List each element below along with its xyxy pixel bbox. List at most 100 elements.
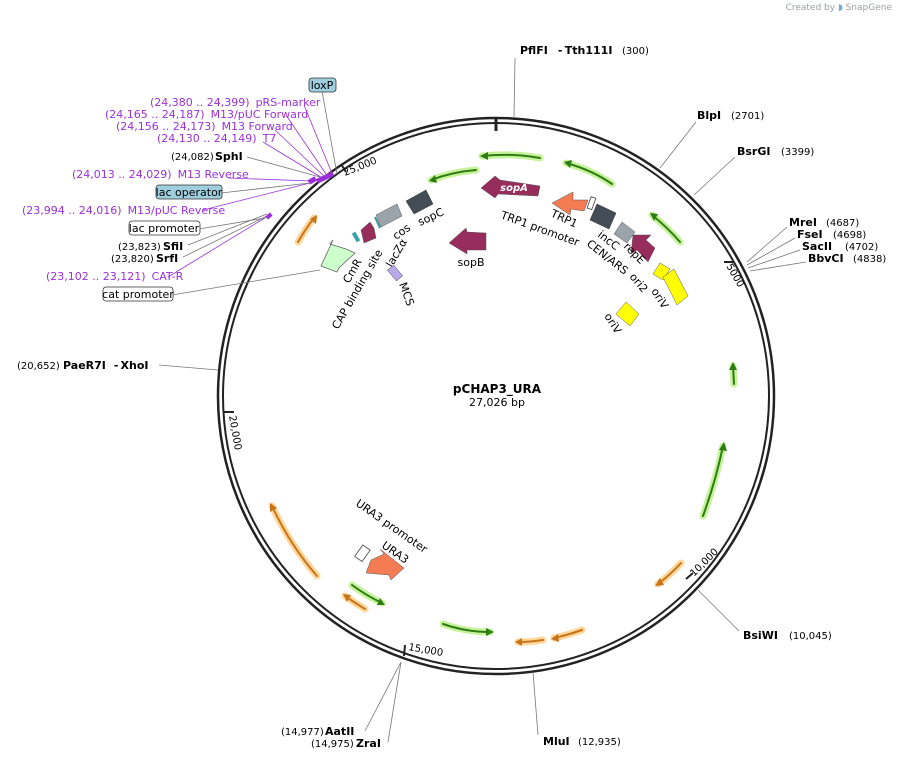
site-BsiWI[interactable]: BsiWI (10,045): [743, 629, 832, 642]
site-ZraI[interactable]: (14,975) ZraI: [311, 737, 381, 750]
feature-sopB[interactable]: sopB: [448, 227, 487, 269]
site-pos: (14,975): [311, 739, 354, 750]
sopA-label: sopA: [500, 183, 528, 194]
primer-M13-Reverse[interactable]: (24,013 .. 24,029)M13 Reverse: [72, 168, 249, 181]
site-FseI[interactable]: FseI (4698): [797, 228, 866, 241]
site-SfiI[interactable]: (23,823) SfiI: [118, 240, 183, 253]
site-name: BbvCI: [808, 252, 844, 265]
site-name: BsiWI: [743, 629, 778, 642]
boxed-leaders: [171, 90, 338, 296]
box-loxP[interactable]: loxP: [308, 77, 337, 93]
site-BbvCI[interactable]: BbvCI (4838): [808, 252, 886, 265]
primer-name: T7: [262, 132, 277, 145]
orf-arc: [478, 151, 544, 162]
tick-mark-15000: 15,000: [403, 642, 444, 659]
feature-oriV-1[interactable]: oriV: [648, 268, 689, 312]
svg-text:PaeR7I-XhoI: PaeR7I-XhoI: [63, 359, 149, 372]
site-pos: (10,045): [789, 631, 832, 642]
site-MluI[interactable]: MluI (12,935): [543, 735, 621, 748]
box-cat-promoter[interactable]: cat promoter: [102, 286, 174, 302]
plasmid-name: pCHAP3_URA: [453, 382, 542, 397]
feature-cos[interactable]: cos: [374, 203, 413, 242]
site-name: MreI: [789, 216, 817, 229]
orf-arc: [562, 159, 616, 188]
orf-arc: [348, 581, 386, 607]
primer-name: M13 Reverse: [178, 168, 249, 181]
orf-arc: [514, 636, 547, 646]
site-pos: (4702): [845, 242, 878, 253]
site-pos: (300): [622, 46, 649, 57]
feature-oriV-2[interactable]: oriV: [601, 301, 640, 337]
site-pos: (2701): [731, 111, 764, 122]
primer-range: (24,165 .. 24,187): [105, 108, 205, 121]
orf-arc: [729, 362, 738, 388]
site-leaders: [158, 57, 807, 743]
primer-pRS-marker[interactable]: (24,380 .. 24,399)pRS-marker: [150, 96, 321, 109]
primer-M13-pUC-Reverse[interactable]: (23,994 .. 24,016)M13/pUC Reverse: [22, 204, 225, 217]
site-pos: (14,977): [281, 727, 324, 738]
svg-text:(24,013 .. 24,029)M13 Reverse: (24,013 .. 24,029)M13 Reverse: [72, 168, 249, 181]
primer-M13-pUC-Forward[interactable]: (24,165 .. 24,187) M13/pUC Forward: [105, 108, 308, 121]
box-lac-operator[interactable]: lac operator: [155, 184, 223, 200]
site-name: ZraI: [356, 737, 381, 750]
site-AatII[interactable]: (14,977) AatII: [281, 725, 354, 738]
site-SacII[interactable]: SacII (4702): [802, 240, 878, 253]
MCS-label: MCS: [396, 281, 416, 308]
plasmid-length: 27,026 bp: [469, 396, 525, 409]
primer-name: CAT-R: [152, 270, 184, 283]
lacZa-label: lacZα: [383, 236, 410, 269]
site-name: SrfI: [156, 252, 178, 265]
site-name: MluI: [543, 735, 570, 748]
feature-sopA[interactable]: sopA: [480, 175, 541, 199]
site-pos: (3399): [781, 147, 814, 158]
tick-label-20000: 20,000: [226, 415, 243, 451]
site-name: SacII: [802, 240, 832, 253]
primer-M13-Forward[interactable]: (24,156 .. 24,173)M13 Forward: [116, 120, 293, 133]
site-BlpI[interactable]: BlpI (2701): [697, 109, 764, 122]
site-MreI[interactable]: MreI (4687): [789, 216, 859, 229]
orf-arc: [427, 166, 480, 184]
ori2-label: ori2: [627, 271, 651, 296]
feature-URA3[interactable]: URA3: [365, 539, 411, 581]
svg-text:(24,130 .. 24,149)T7: (24,130 .. 24,149)T7: [157, 132, 276, 145]
feature-sopC[interactable]: sopC: [405, 189, 446, 229]
site-SphI[interactable]: (24,082) SphI: [171, 150, 243, 163]
orf-arc: [268, 502, 321, 580]
sopB-label: sopB: [458, 256, 485, 269]
orf-arcs: [268, 151, 738, 646]
svg-text:(23,994 .. 24,016)M13/pUC Reve: (23,994 .. 24,016)M13/pUC Reverse: [22, 204, 225, 217]
orf-arc: [341, 592, 369, 613]
orf-arc: [654, 559, 685, 588]
primer-CAT-R[interactable]: (23,102 .. 23,121) CAT-R: [46, 270, 184, 283]
box-lac-promoter[interactable]: lac promoter: [128, 220, 201, 236]
site-BsrGI[interactable]: BsrGI (3399): [737, 145, 814, 158]
site-pos: (23,820): [111, 254, 154, 265]
loxP-label: loxP: [311, 79, 334, 92]
site-name: PaeR7I: [63, 359, 106, 372]
site-PflFI[interactable]: PflFI-Tth111I (300): [520, 44, 649, 57]
orf-arc: [294, 214, 318, 246]
oriV-1-label: oriV: [648, 286, 671, 312]
site-name: BlpI: [697, 109, 721, 122]
primer-T7[interactable]: (24,130 .. 24,149)T7: [157, 132, 276, 145]
site-pos: (24,082): [171, 152, 214, 163]
site-name-2: XhoI: [121, 359, 149, 372]
svg-text:(24,380 .. 24,399)pRS-marker: (24,380 .. 24,399)pRS-marker: [150, 96, 321, 109]
primer-name: M13/pUC Forward: [211, 108, 309, 121]
primer-name: M13/pUC Reverse: [128, 204, 226, 217]
site-pos: (20,652): [17, 361, 60, 372]
cat-promoter-label: cat promoter: [102, 288, 174, 301]
lac-operator-label: lac operator: [156, 186, 223, 199]
site-PaeR7I[interactable]: (20,652) PaeR7I-XhoI: [17, 359, 149, 372]
primer-range: (24,156 .. 24,173): [116, 120, 216, 133]
primer-range: (23,102 .. 23,121): [46, 270, 146, 283]
svg-text:(24,165 .. 24,187)M13/pUC Forw: (24,165 .. 24,187) M13/pUC Forward: [105, 108, 308, 121]
orf-arc: [439, 620, 494, 636]
feature-MCS[interactable]: MCS: [387, 264, 417, 308]
svg-text:PflFI-Tth111I: PflFI-Tth111I: [520, 44, 612, 57]
site-SrfI[interactable]: (23,820) SrfI: [111, 252, 178, 265]
svg-text:(24,156 .. 24,173)M13 Forward: (24,156 .. 24,173)M13 Forward: [116, 120, 293, 133]
site-pos: (12,935): [578, 737, 621, 748]
snapgene-logo-icon: ◗: [837, 3, 843, 13]
feature-TRP1[interactable]: TRP1: [548, 191, 589, 231]
